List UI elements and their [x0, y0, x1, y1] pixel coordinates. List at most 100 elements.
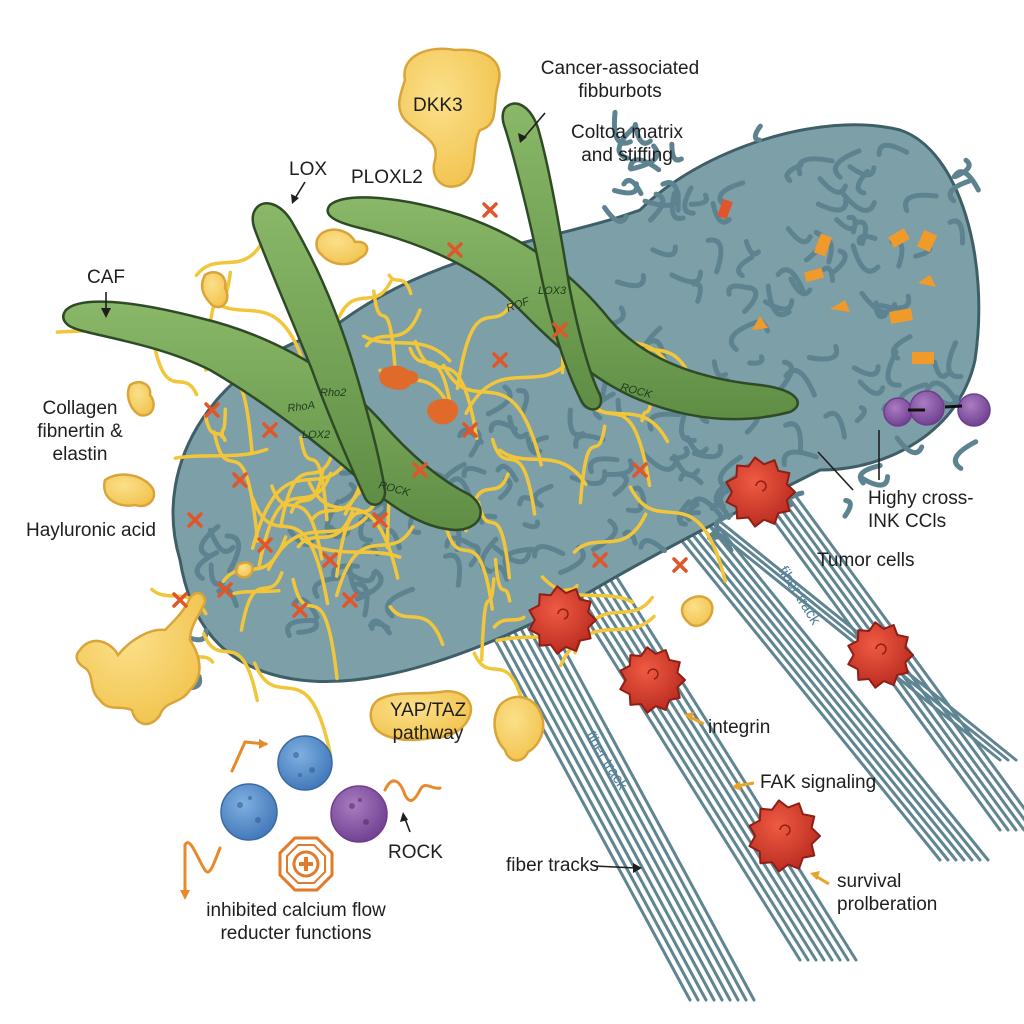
crosslink-x	[204, 402, 220, 418]
collagen-coil	[660, 180, 681, 213]
yellow-fiber	[334, 525, 415, 598]
yellow-fiber	[498, 448, 588, 487]
inhibition-octagon-icon	[278, 836, 334, 892]
collagen-coil	[350, 581, 370, 618]
yellow-fiber	[202, 631, 259, 703]
crosslink-x	[217, 582, 233, 598]
matrix-stiffening-label: Coltoa matrix and stiffing	[556, 121, 698, 167]
lox-label: LOX	[289, 159, 328, 180]
collagen-coil	[638, 538, 667, 554]
collagen-coil	[627, 157, 662, 173]
tumor-cell	[847, 621, 914, 689]
collagen-coil	[833, 148, 862, 180]
fak-signaling-label: FAK signaling	[760, 772, 877, 793]
collagen-coil	[736, 254, 755, 279]
collagen-coil	[857, 463, 883, 486]
collagen-line-2: fibnertin &	[37, 421, 123, 442]
collagen-coil	[630, 485, 647, 505]
hyaluronic-acid-blobs	[75, 47, 714, 762]
yellow-fiber	[220, 407, 228, 439]
caf-rod-center	[251, 202, 387, 506]
yap-taz-label: YAP/TAZ pathway	[378, 699, 478, 745]
collagen-coil	[742, 285, 759, 315]
collagen-coil	[952, 439, 979, 471]
crosslink-x	[187, 512, 203, 528]
yellow-fiber	[307, 481, 400, 580]
caf-full-line-2: fibburbots	[578, 81, 662, 102]
collagen-coil	[710, 201, 732, 225]
collagen-coil	[806, 344, 840, 362]
collagen-coil	[381, 527, 402, 551]
lox-enzyme-blobs	[379, 365, 459, 425]
collagen-coil	[522, 519, 540, 530]
collagen-coil	[216, 585, 239, 609]
caf-cells	[62, 102, 799, 532]
immune-cell-purple	[330, 785, 388, 843]
tumor-cell-body	[847, 621, 914, 689]
crosslink-x	[492, 352, 508, 368]
collagen-coil	[641, 451, 679, 472]
collagen-coil	[796, 156, 835, 177]
survival-line-1: survival	[837, 871, 902, 892]
collagen-coil	[682, 185, 696, 216]
collagen-coil	[207, 527, 236, 554]
crosslink-markers	[172, 202, 688, 618]
collagen-coil	[821, 265, 836, 283]
collagen-coil	[369, 620, 391, 632]
yellow-fiber	[455, 289, 518, 391]
collagen-coil	[632, 121, 653, 146]
collagen-coil	[614, 272, 646, 289]
yellow-fiber	[479, 577, 496, 662]
collagen-coil	[621, 178, 644, 197]
yellow-fiber	[445, 527, 495, 611]
survival-line-2: prolberation	[837, 894, 938, 915]
crosslink-label: Highy cross- INK CCls	[868, 487, 974, 533]
crosslink-x	[552, 322, 568, 338]
collagen-coil	[691, 281, 703, 304]
collagen-coil	[947, 218, 965, 246]
collagen-coil	[788, 276, 813, 297]
collagen-coil	[726, 283, 751, 297]
collagen-coil	[851, 364, 881, 377]
dkk3-blob	[398, 47, 501, 188]
yellow-fiber	[239, 571, 284, 632]
fiber-tracks-label: fiber tracks	[506, 855, 599, 876]
collagen-coil	[625, 502, 644, 514]
rock-label: ROCK	[388, 842, 443, 863]
collagen-coil	[345, 569, 377, 584]
collagen-coil	[858, 474, 891, 488]
yellow-fiber	[289, 467, 325, 514]
immune-cell-blue-left	[220, 783, 278, 841]
collagen-coil	[461, 465, 487, 479]
collagen-coil	[857, 379, 886, 396]
collagen-coil	[876, 142, 910, 157]
arrowheads	[101, 133, 642, 873]
crosslink-x	[232, 472, 248, 488]
crosslink-x	[172, 592, 188, 608]
immune-cells	[220, 735, 388, 843]
orange-pointer-arrows	[684, 712, 830, 886]
yellow-fiber	[309, 482, 362, 522]
tumor-cell	[748, 799, 821, 873]
collagen-line-1: Collagen	[42, 398, 118, 419]
calcium-flow-label: inhibited calcium flow reducter function…	[196, 899, 396, 945]
large-ha-blob	[75, 591, 207, 726]
collagen-coil	[839, 190, 877, 213]
yellow-fiber	[628, 485, 728, 583]
tumor-cell-detail	[755, 480, 767, 492]
tumor-cell-detail	[875, 643, 887, 655]
collagen-coil	[815, 197, 849, 213]
collagen-coil	[752, 123, 763, 143]
crosslink-x	[262, 422, 278, 438]
collagen-coil	[291, 597, 320, 620]
stiffening-markers	[717, 198, 938, 364]
wave-arrow-icon	[183, 841, 222, 892]
yap-taz-blob	[369, 689, 473, 742]
crosslink-x	[447, 242, 463, 258]
collagen-coil	[616, 123, 639, 161]
matrix-line-2: and stiffing	[581, 145, 673, 166]
collagen-coil	[688, 496, 724, 519]
collagen-coil	[647, 411, 682, 432]
tumor-cell-detail	[647, 668, 659, 680]
